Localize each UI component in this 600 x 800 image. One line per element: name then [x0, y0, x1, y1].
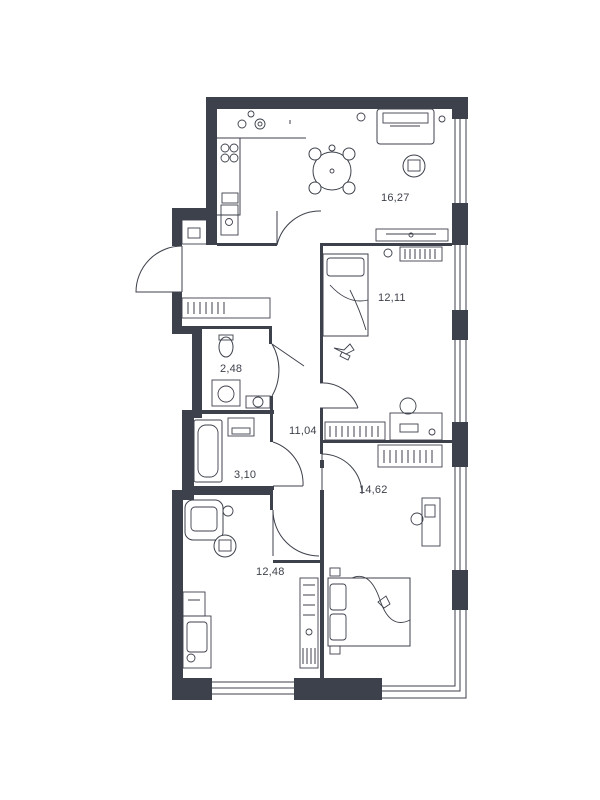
- area-labels: 16,27 12,11 2,48 11,04 3,10 14,62 12,48: [220, 192, 410, 578]
- interior-walls: [183, 243, 452, 678]
- kitchen-furniture: [217, 108, 449, 242]
- dining-table-icon: [308, 144, 356, 195]
- bookshelf-icon: [299, 577, 319, 669]
- washbasin-icon: [227, 417, 255, 437]
- shoe-cabinet-icon: [181, 219, 209, 245]
- desk-icon: [389, 397, 443, 441]
- pouf-icon: [402, 154, 426, 178]
- area-hall: 11,04: [289, 425, 317, 437]
- bathroom-furniture: [193, 417, 255, 483]
- area-bathroom: 3,10: [234, 469, 256, 481]
- crib-icon: [182, 591, 212, 669]
- shoes-icon: [333, 343, 355, 361]
- windows: [212, 119, 467, 699]
- bathtub-icon: [193, 419, 223, 483]
- outer-walls: [172, 97, 468, 700]
- bedroom-right-wardrobe-icon: [377, 444, 443, 468]
- wardrobe-icon: [383, 246, 443, 262]
- tv-stand-icon: [375, 228, 449, 242]
- doors: [135, 210, 363, 557]
- armchair-icon: [356, 108, 446, 145]
- pouf-left-icon: [213, 534, 237, 558]
- area-toilet: 2,48: [220, 363, 242, 375]
- double-bed-icon: [327, 567, 411, 655]
- hall-wardrobe-icon: [181, 297, 271, 319]
- area-bedroom-left: 12,48: [256, 566, 285, 578]
- dresser-icon: [410, 497, 441, 547]
- stove-icon: [220, 143, 239, 163]
- bedroom-right-furniture: [299, 444, 443, 669]
- bedroom-top-furniture: [322, 246, 443, 441]
- area-kitchen-living: 16,27: [381, 192, 410, 204]
- built-in-wardrobe-icon: [324, 421, 386, 441]
- toilet-icon: [218, 334, 234, 358]
- bedroom-left-furniture: [182, 499, 237, 669]
- washing-machine-icon: [211, 379, 271, 409]
- sink-icon: [220, 192, 239, 236]
- appliance-icons: [237, 110, 291, 130]
- area-bedroom-top: 12,11: [378, 292, 406, 304]
- toilet-furniture: [211, 334, 271, 409]
- armchair-left-icon: [184, 499, 234, 541]
- area-bedroom-right: 14,62: [359, 484, 388, 496]
- bed-icon: [322, 253, 369, 337]
- hall-furniture: [181, 219, 271, 319]
